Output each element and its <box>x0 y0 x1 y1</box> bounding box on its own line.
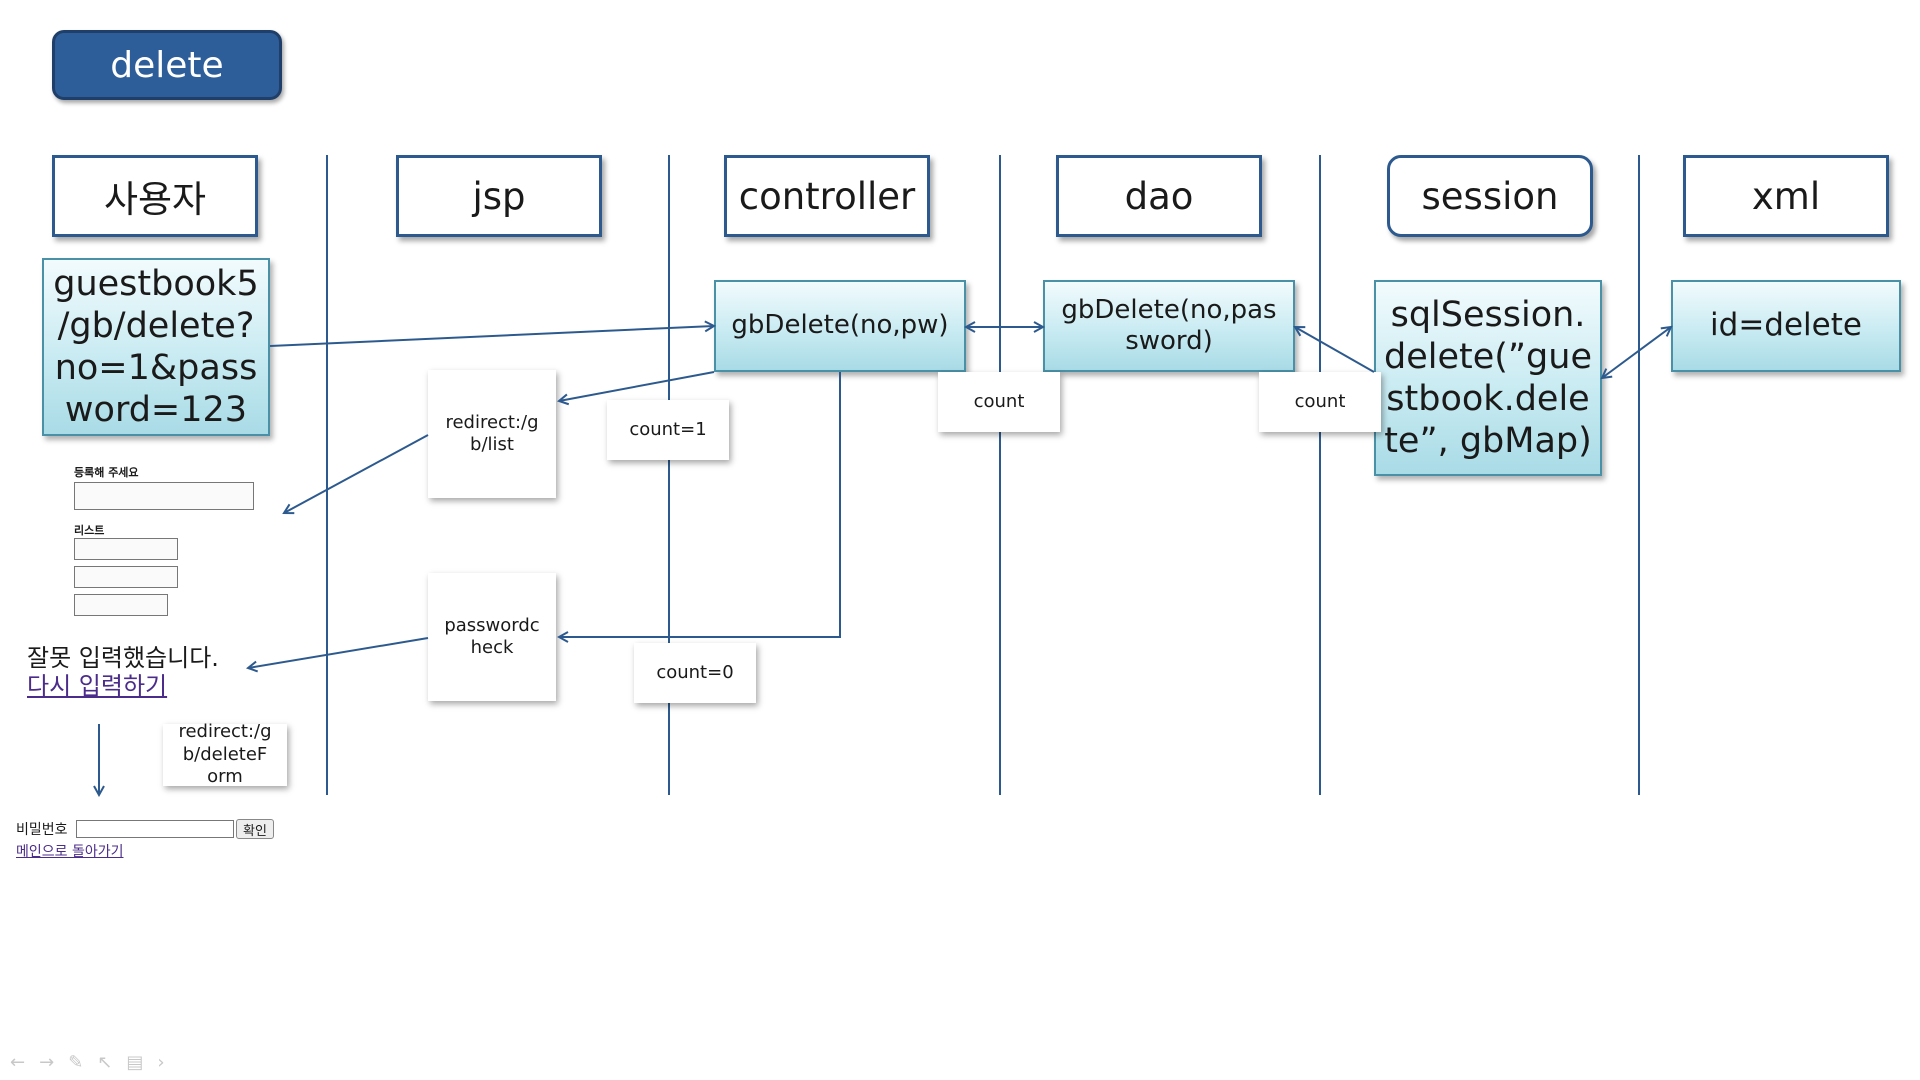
lane-header-dao: dao <box>1056 155 1262 237</box>
arrow-password-check-to-user <box>248 637 429 668</box>
slideshow-toolbar: ← → ✎ ↖ ▤ › <box>10 1052 165 1073</box>
preview-list-row <box>74 538 178 560</box>
arrow-controller-to-redirect-list <box>559 371 715 401</box>
preview-list-title: 리스트 <box>74 524 105 537</box>
preview-list-row <box>74 566 178 588</box>
lane-header-user: 사용자 <box>52 155 258 237</box>
note-count-0: count=0 <box>634 643 756 703</box>
retry-link[interactable]: 다시 입력하기 <box>27 672 168 700</box>
session-delete-box: sqlSession. delete(”gue stbook.dele te”,… <box>1374 280 1602 476</box>
chevron-right-icon[interactable]: › <box>157 1052 165 1073</box>
lifeline-user-jsp <box>326 155 328 795</box>
page-icon[interactable]: ▤ <box>126 1052 144 1073</box>
lane-header-jsp: jsp <box>396 155 602 237</box>
lane-header-controller: controller <box>724 155 930 237</box>
main-page-link[interactable]: 메인으로 돌아가기 <box>16 844 124 860</box>
preview-form-title: 등록해 주세요 <box>74 466 139 479</box>
note-count-session: count <box>1259 372 1381 432</box>
lifeline-dao-session <box>1319 155 1321 795</box>
note-redirect-list: redirect:/g b/list <box>428 370 556 498</box>
lane-header-xml: xml <box>1683 155 1889 237</box>
arrow-request-to-controller <box>269 326 714 347</box>
note-count-1: count=1 <box>607 400 729 460</box>
lifeline-session-xml <box>1638 155 1640 795</box>
confirm-button[interactable]: 확인 <box>236 819 274 839</box>
delete-title: delete <box>52 30 282 100</box>
lifeline-jsp-controller <box>668 155 670 795</box>
preview-form-table <box>74 482 254 510</box>
lane-header-session: session <box>1387 155 1593 237</box>
request-url-box: guestbook5 /gb/delete? no=1&pass word=12… <box>42 258 270 436</box>
arrow-left-icon[interactable]: ← <box>10 1052 26 1073</box>
preview-list-row <box>74 594 168 616</box>
arrow-session-xml <box>1602 327 1671 378</box>
pointer-icon[interactable]: ↖ <box>97 1052 113 1073</box>
note-password-check: passwordc heck <box>428 573 556 701</box>
lifeline-controller-dao <box>999 155 1001 795</box>
controller-gbdelete-box: gbDelete(no,pw) <box>714 280 966 372</box>
password-label: 비밀번호 <box>16 822 68 838</box>
arrow-right-icon[interactable]: → <box>39 1052 55 1073</box>
list-page-preview: 등록해 주세요 리스트 <box>72 462 272 620</box>
arrow-redirect-list-to-user <box>284 434 429 513</box>
arrow-controller-to-password-check <box>559 372 841 637</box>
xml-id-box: id=delete <box>1671 280 1901 372</box>
arrow-dao-session <box>1295 327 1375 373</box>
password-input[interactable] <box>76 820 234 838</box>
pen-icon[interactable]: ✎ <box>68 1052 84 1073</box>
note-count-dao: count <box>938 372 1060 432</box>
dao-gbdelete-box: gbDelete(no,pas sword) <box>1043 280 1295 372</box>
note-redirect-delete-form: redirect:/g b/deleteF orm <box>163 721 287 787</box>
error-message: 잘못 입력했습니다. <box>27 644 219 672</box>
